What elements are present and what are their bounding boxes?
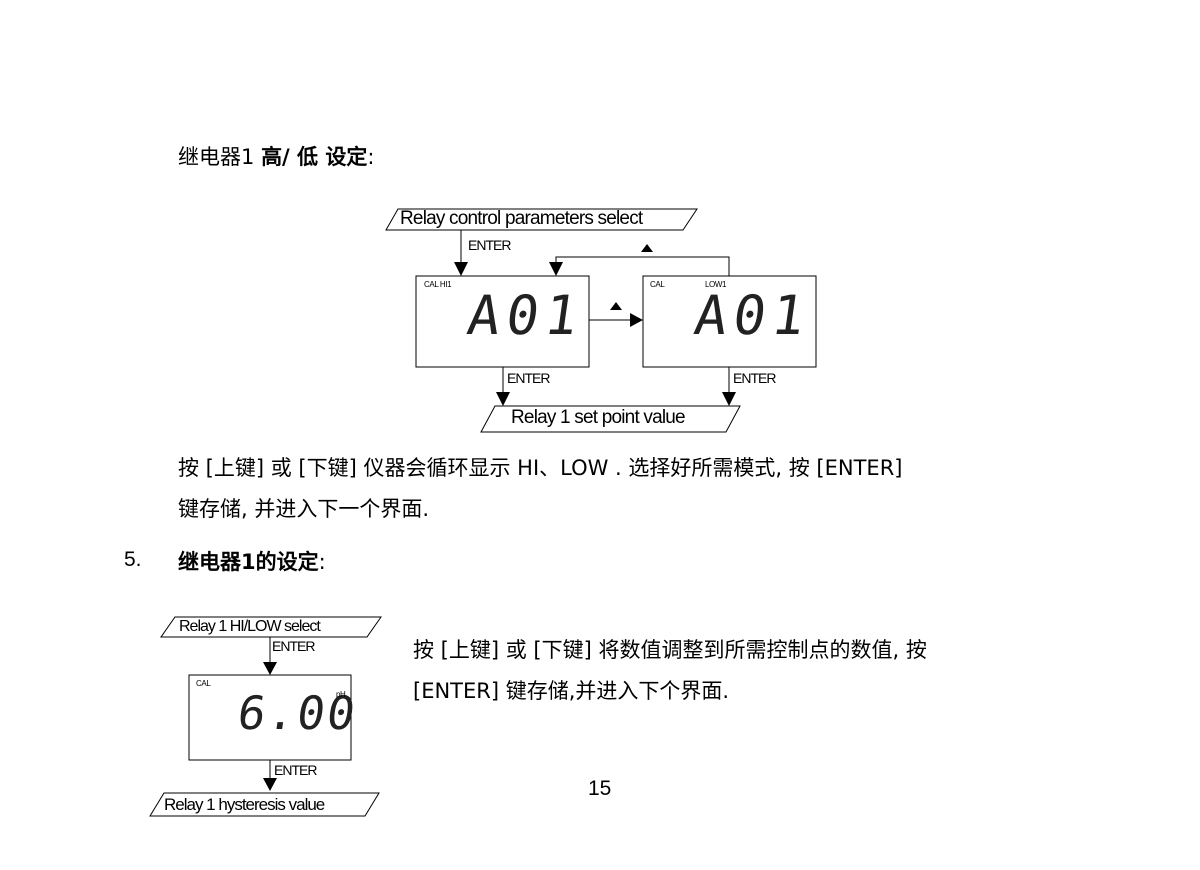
label-hilow-select: Relay 1 HI/LOW select [179, 618, 321, 635]
arrow-down-icon [263, 778, 277, 791]
bottom-parallelogram [480, 405, 741, 433]
paragraph-line: 按 [上键] 或 [下键] 将数值调整到所需控制点的数值, 按 [413, 638, 927, 662]
paragraph-line: [ENTER] 键存储,并进入下个界面. [413, 679, 730, 703]
label-setpoint-value: Relay 1 set point value [511, 407, 686, 428]
lcd-unit-ph: pH [336, 690, 346, 699]
arrow-down-icon [496, 392, 510, 406]
enter-label: ENTER [468, 237, 511, 253]
lcd-indicator-cal: CAL [196, 679, 211, 688]
section-heading-relay1-hilow: 继电器1 高/ 低 设定: [178, 141, 374, 171]
lcd-indicator-hi: CAL HI1 [424, 280, 452, 289]
lcd-indicator-cal: CAL [650, 280, 665, 289]
section-number: 5. [124, 548, 142, 571]
arrow-down-icon [263, 662, 277, 675]
enter-label: ENTER [733, 370, 776, 386]
paragraph-line: 键存储, 并进入下一个界面. [178, 497, 430, 521]
up-key-icon [641, 244, 653, 252]
instruction-paragraph-1: 按 [上键] 或 [下键] 仪器会循环显示 HI、LOW . 选择好所需模式, … [178, 448, 1078, 530]
top-parallelogram [385, 208, 698, 231]
section-heading-relay1-setting: 继电器1的设定: [178, 546, 326, 576]
page-number: 15 [588, 777, 612, 800]
heading-bold: 高/ 低 设定 [261, 145, 368, 169]
lcd-indicator-low: LOW1 [705, 280, 727, 289]
instruction-paragraph-2: 按 [上键] 或 [下键] 将数值调整到所需控制点的数值, 按 [ENTER] … [413, 630, 1078, 712]
enter-label: ENTER [507, 370, 550, 386]
enter-label: ENTER [272, 638, 315, 654]
label-relay-control-select: Relay control parameters select [400, 208, 643, 229]
label-hysteresis-value: Relay 1 hysteresis value [164, 795, 325, 814]
heading-bold: 继电器1的设定 [178, 550, 319, 574]
arrow-down-icon [722, 392, 736, 406]
arrow-down-icon [549, 262, 563, 276]
enter-label: ENTER [274, 762, 317, 778]
arrow-down-icon [454, 262, 468, 276]
arrow-right-icon [630, 313, 643, 327]
heading-suffix: : [318, 550, 326, 574]
lcd-display-hi: A01 [463, 284, 588, 347]
paragraph-line: 按 [上键] 或 [下键] 仪器会循环显示 HI、LOW . 选择好所需模式, … [178, 456, 903, 480]
lcd-display-low: A01 [690, 284, 815, 347]
heading-suffix: : [367, 145, 375, 169]
up-key-icon [610, 302, 622, 310]
top-parallelogram-2 [160, 616, 382, 638]
bottom-parallelogram-2 [149, 792, 380, 817]
heading-prefix: 继电器1 [178, 145, 255, 169]
